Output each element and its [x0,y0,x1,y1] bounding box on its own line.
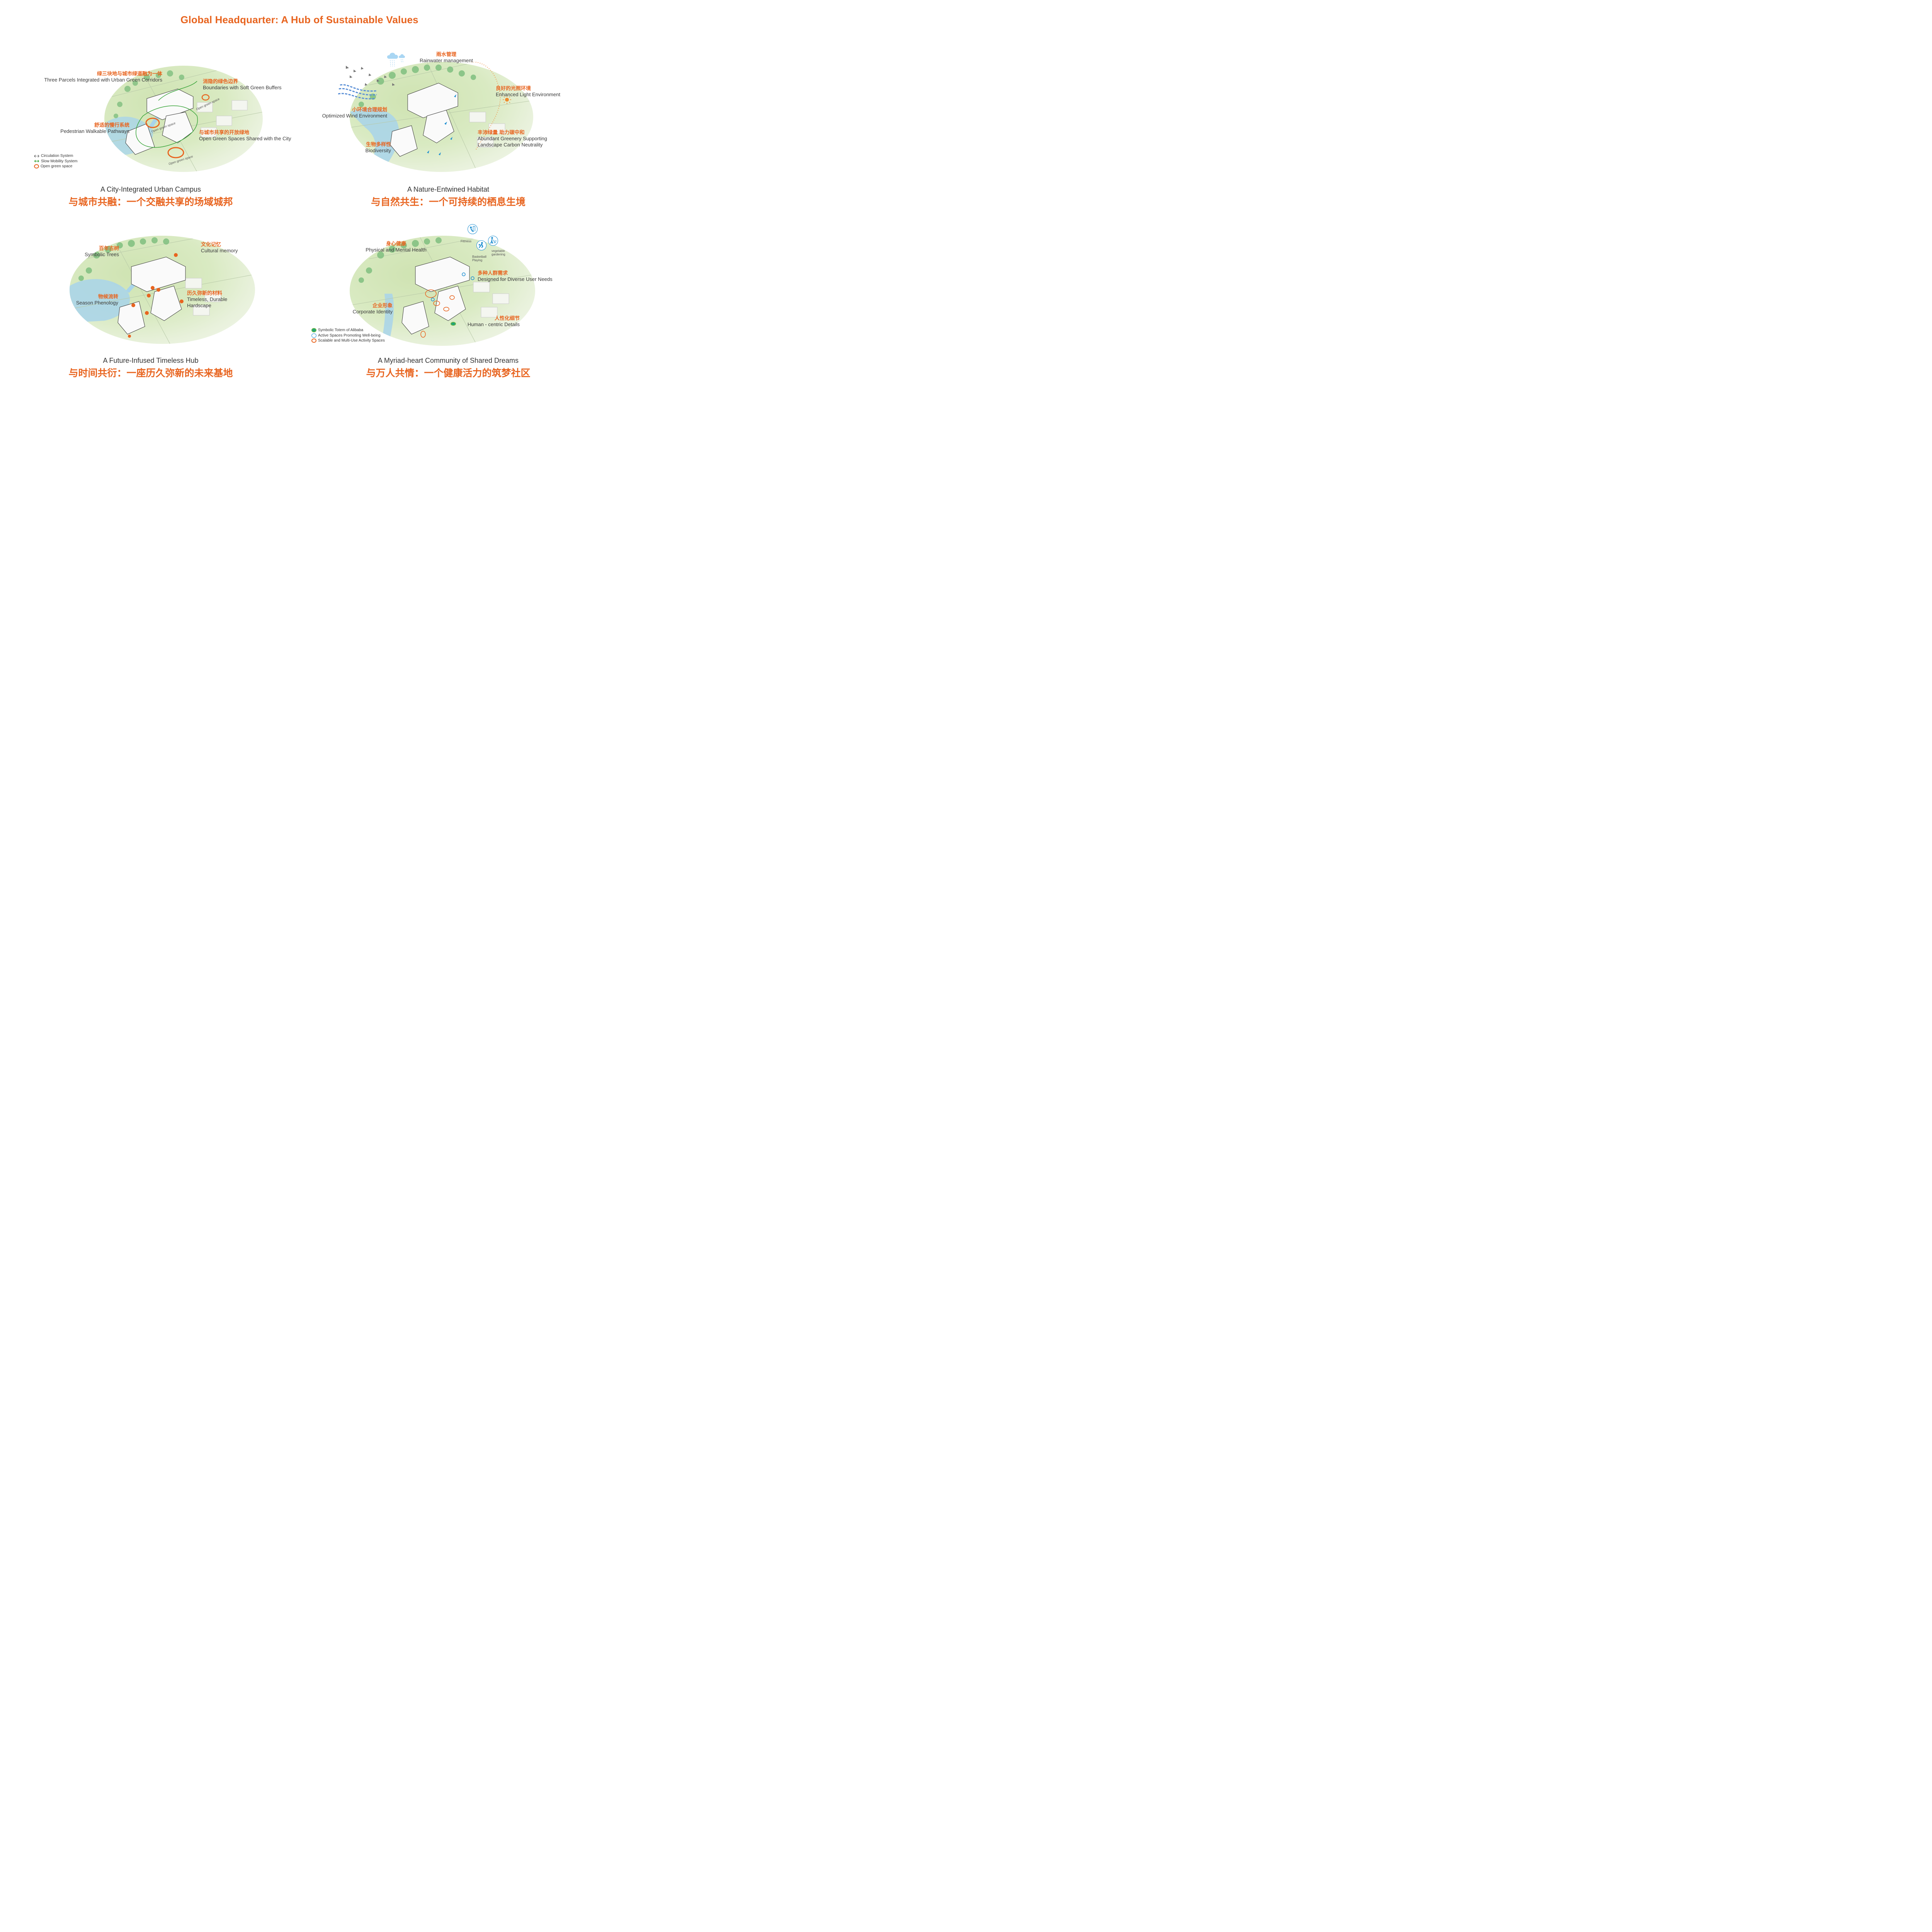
annotation-physical-mental-health: 身心健康 Physical and Mental Health [366,241,427,253]
panel-city-integrated: Open green space Open green space Open g… [8,46,294,216]
panel-future-infused: 百年古树 Symbolic Trees 文化记忆 Cultural memory… [8,220,294,390]
legend-item-circulation: Circulation System [34,153,77,159]
sun-icon [503,95,511,104]
annotation-wind-environment: 小环境合理规划 Optimized Wind Environment [322,107,387,119]
caption-zh: 与万人共情：一个健康活力的筑梦社区 [366,367,531,379]
legend-city-integrated: Circulation System Slow Mobility System … [34,153,77,169]
caption-zh: 与自然共生：一个可持续的栖息生境 [371,196,526,207]
legend-item-active-spaces: Active Spaces Promoting Well-being [311,333,385,338]
site-map-city-integrated: Open green space Open green space Open g… [104,66,263,172]
site-map-nature-entwined [350,62,533,172]
legend-item-symbolic-totem: Symbolic Totem of Alibaba [311,328,385,333]
panel-myriad-heart: Fittness Basketball Playing vegetable ga… [305,220,591,390]
page-title: Global Headquarter: A Hub of Sustainable… [180,14,418,26]
annotation-green-corridors: 绿三块地与城市绿道融为一体 Three Parcels Integrated w… [44,71,162,83]
wind-flow-icon [338,84,377,100]
annotation-rainwater: 雨水管理 Rainwater management [419,52,473,63]
caption-zh: 与城市共融：一个交融共享的场域城邦 [68,196,233,207]
annotation-corporate-identity: 企业形象 Corporate Identity [352,303,393,315]
activity-label-basketball: Basketball Playing [472,255,486,262]
annotation-light-environment: 良好的光照环境 Enhanced Light Environment [496,86,560,97]
activity-label-fitness: Fittness [461,240,472,243]
site-plan-illustration [70,236,255,344]
caption-en: A Nature-Entwined Habitat [407,185,490,193]
annotation-cultural-memory: 文化记忆 Cultural memory [201,242,238,253]
annotation-biodiversity: 生物多样性 Biodiversity [365,142,391,153]
fitness-icon [468,224,478,234]
green-double-arrow-icon [34,159,39,163]
annotation-shared-green-spaces: 与城市共享的开放绿地 Open Green Spaces Shared with… [199,130,291,141]
green-dot-icon [311,328,316,333]
site-plan-illustration [350,62,533,172]
site-map-future-infused [70,236,255,344]
basketball-icon [476,240,486,250]
bird-flock-icon [346,66,395,86]
orange-ring-icon [311,338,316,343]
legend-item-multi-use-spaces: Scalable and Multi-Use Activity Spaces [311,338,385,344]
annotation-soft-boundaries: 消隐的绿色边界 Boundaries with Soft Green Buffe… [203,79,282,90]
annotation-carbon-neutrality: 丰沛绿量 助力碳中和 Abundant Greenery Supporting … [478,130,547,148]
caption-en: A City-Integrated Urban Campus [100,185,201,193]
activity-label-gardening: vegetable gardening [492,249,505,256]
gardening-icon [488,236,498,246]
legend-myriad-heart: Symbolic Totem of Alibaba Active Spaces … [311,328,385,344]
annotation-human-centric-details: 人性化细节 Human - centric Details [467,316,520,327]
legend-item-open-green-space: Open green space [34,164,77,169]
panel-nature-entwined: 雨水管理 Rainwater management 良好的光照环境 Enhanc… [305,46,591,216]
dashed-double-arrow-icon [34,154,39,158]
annotation-walkable-pathways: 舒适的慢行系统 Pedestrian Walkable Pathways [60,122,129,134]
orange-ring-icon [34,164,39,169]
site-plan-illustration [104,66,263,172]
caption-en: A Myriad-heart Community of Shared Dream… [378,357,519,364]
site-plan-illustration [350,236,535,346]
annotation-symbolic-trees: 百年古树 Symbolic Trees [85,246,119,257]
legend-item-slow-mobility: Slow Mobility System [34,159,77,164]
blue-ring-icon [311,333,316,338]
caption-en: A Future-Infused Timeless Hub [103,357,199,364]
annotation-diverse-user-needs: 多种人群需求 Designed for Diverse User Needs [478,270,553,282]
annotation-season-phenology: 物候流转 Season Phenology [76,294,118,306]
caption-zh: 与时间共衍：一座历久弥新的未来基地 [68,367,233,379]
rain-cloud-icon [387,53,405,67]
site-map-myriad-heart [350,236,535,346]
annotation-durable-hardscape: 历久弥新的材料 Timeless, Durable Hardscape [187,291,228,308]
